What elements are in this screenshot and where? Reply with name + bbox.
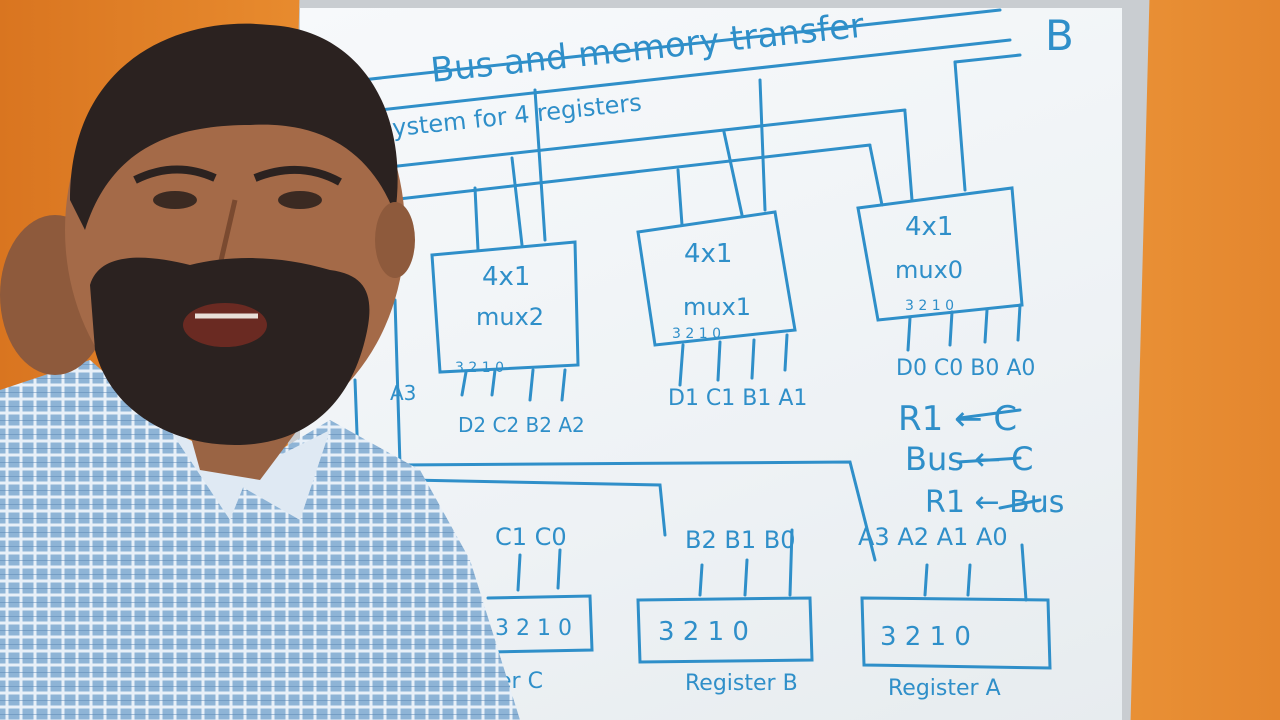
mux0-line1: 4x1 [905, 212, 953, 242]
corner-mark: B [1045, 11, 1074, 60]
checked-shirt [0, 360, 520, 720]
mux0-inputs: D0 C0 B0 A0 [896, 356, 1035, 381]
presenter [0, 23, 520, 720]
open-mouth [183, 303, 267, 347]
register-a-outputs: A3 A2 A1 A0 [858, 523, 1008, 551]
mux1-line1: 4x1 [684, 239, 732, 269]
mux2-line1: 4x1 [482, 262, 530, 292]
mux0-pins: 3 2 1 0 [905, 298, 954, 314]
hair [70, 23, 398, 230]
mux2-inputs: D2 C2 B2 A2 [458, 413, 585, 437]
register-c-outputs: C1 C0 [495, 523, 567, 551]
statement-1: R1 ← C [898, 399, 1017, 439]
register-b-bits: 3 2 1 0 [658, 617, 749, 647]
register-a-bits: 3 2 1 0 [880, 622, 971, 652]
beard [90, 257, 370, 445]
register-c-bits: 3 2 1 0 [495, 616, 572, 641]
mux2-line2: mux2 [476, 303, 544, 331]
register-b-outputs: B2 B1 B0 [685, 526, 795, 554]
register-b-name: Register B [685, 671, 798, 696]
mux1-inputs: D1 C1 B1 A1 [668, 386, 807, 411]
mux1-pins: 3 2 1 0 [672, 326, 721, 342]
mux3-label: A3 [390, 381, 416, 405]
mux0-line2: mux0 [895, 256, 963, 284]
register-a-name: Register A [888, 676, 1001, 701]
statement-2: Bus ← C [905, 440, 1033, 478]
mux2-pins: 3 2 1 0 [455, 360, 504, 376]
statement-3: R1 ← Bus [925, 485, 1064, 520]
mux1-line2: mux1 [683, 293, 751, 321]
